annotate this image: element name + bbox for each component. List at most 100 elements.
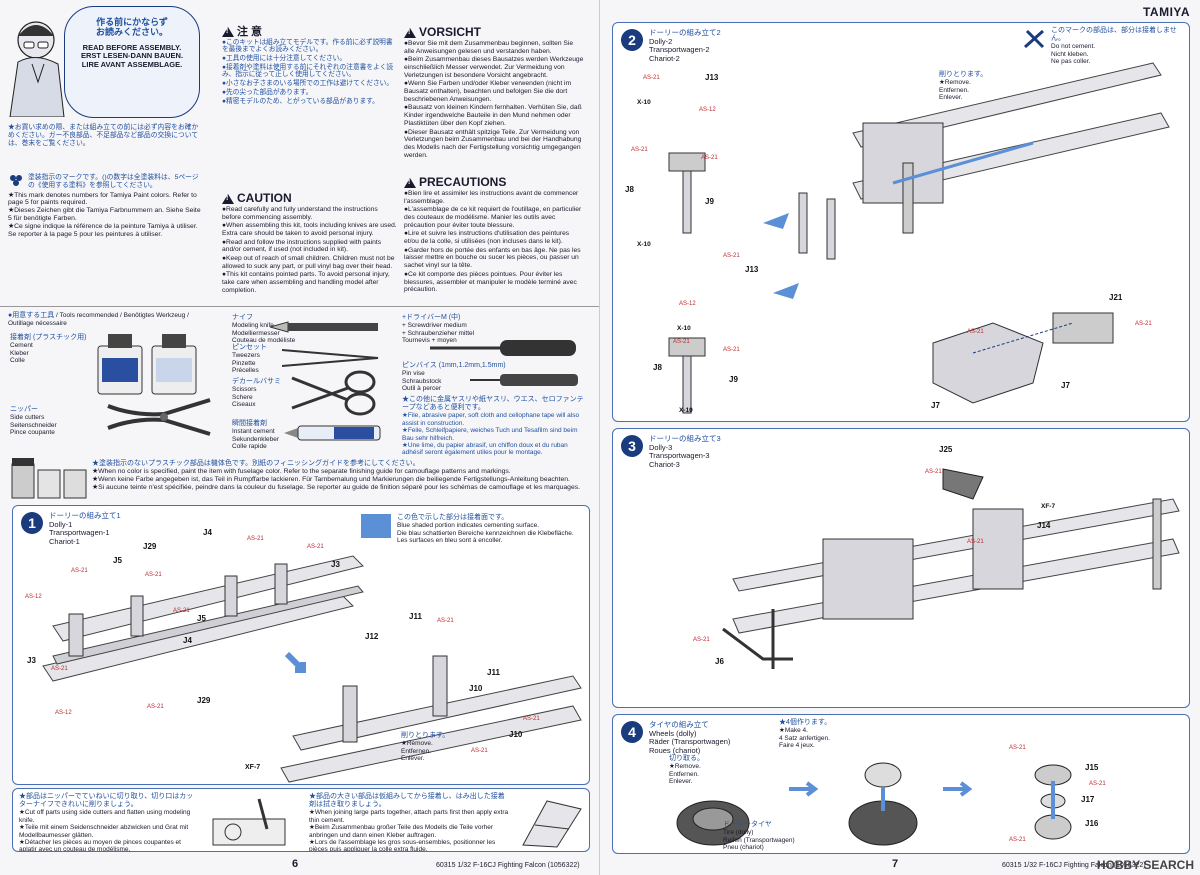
joining-note: ★部品の大きい部品は仮組みしてから接着し、はみ出した接着剤は拭き取りましょう。 … [309, 793, 509, 852]
caution-item: ●When assembling this kit, tools includi… [222, 222, 397, 237]
part-label: J15 [1085, 763, 1099, 772]
tool-instant-cement: 瞬間接着剤 Instant cement Sekundenkleber Coll… [232, 420, 332, 450]
intro-jp: ★お買い求めの際、または組み立ての前には必ず内容をお確かめください。ガー不良部品… [8, 124, 199, 147]
part-label: J17 [1081, 795, 1095, 804]
paint-note: 塗装指示のマークです。()の数字は全塗装料は、5ページの《使用する塗料》を参照し… [8, 174, 203, 239]
make-note-line: ★Make 4. [779, 727, 808, 735]
part-label: J11 [487, 668, 500, 677]
joining-note-jp: ★部品の大きい部品は仮組みしてから接着し、はみ出した接着剤は拭き取りましょう。 [309, 793, 505, 809]
paint-note-jp: 塗装指示のマークです。()の数字は全塗装料は、5ページの《使用する塗料》を参照し… [28, 174, 199, 189]
mascot-illustration [8, 12, 68, 118]
step-title-jp: ドーリーの組み立て2 [649, 28, 721, 37]
part-label: J16 [1085, 819, 1099, 828]
tool-label: Pin vise [402, 370, 425, 378]
as-marker: AS-12 [55, 710, 72, 716]
as-marker: AS-21 [673, 339, 690, 345]
tool-glue-jp: 瞬間接着剤 [232, 420, 267, 427]
cement-legend-de: Die blau schattierten Bereiche kennzeich… [397, 529, 574, 537]
joining-note-de: ★Beim Zusammenbau großer Teile des Model… [309, 824, 494, 839]
tool-scissors-jp: デカールバサミ [232, 378, 281, 385]
precautions-title: PRECAUTIONS [419, 175, 507, 189]
part-label: J11 [409, 612, 422, 621]
chui-item: ●工具の使用には十分注意してください。 [222, 55, 347, 63]
tool-label: Kleber [10, 349, 29, 357]
as-marker: AS-21 [523, 716, 540, 722]
tool-label: Schere [232, 393, 253, 401]
caution-item: ●Read and follow the instructions suppli… [222, 238, 382, 254]
color-note-en: ★When no color is specified, paint the i… [92, 468, 511, 476]
tire-note-jp: ドーリータイヤ [723, 821, 772, 828]
make-note: ★4個作ります。 ★Make 4. 4 Satz anfertigen. Fai… [779, 719, 831, 749]
as-marker: AS-21 [471, 748, 488, 754]
step-title-en: Dolly-1 [49, 519, 73, 529]
precautions-item: ●Garder hors de portée des enfants en ba… [404, 246, 581, 270]
cement-legend: この色で示した部分は接着面です。 Blue shaded portion ind… [397, 514, 587, 544]
remove-note-line: Entfernen. [401, 747, 431, 755]
caution-item: ●Keep out of reach of small children. Ch… [222, 255, 395, 270]
part-label: J9 [705, 197, 714, 206]
step-title-en: Dolly-3 [649, 442, 673, 452]
as-marker: AS-21 [631, 147, 648, 153]
remove-note-line: ★Remove. [401, 740, 433, 748]
color-note-jp: ★塗装指示のないプラスチック部品は機体色です。別紙のフィニッシングガイドを参考に… [92, 460, 420, 467]
tool-label: Instant cement [232, 428, 275, 436]
part-label: J12 [365, 632, 379, 641]
step-title-de: Transportwagen-1 [49, 528, 110, 538]
warning-icon [222, 193, 234, 204]
step-number: 2 [621, 29, 643, 51]
part-label: J29 [143, 542, 157, 551]
remove-note-line: Entfernen. [669, 770, 699, 778]
as-marker: AS-21 [307, 544, 324, 550]
step-title-fr: Chariot-1 [49, 536, 80, 546]
step-title-fr: Chariot-2 [649, 53, 680, 63]
as-marker: AS-21 [723, 347, 740, 353]
chui-item: ●精密モデルのため、とがっている部品があります。 [222, 97, 379, 105]
step-number: 1 [21, 512, 43, 534]
remove-note-line: Entfernen. [939, 86, 969, 94]
read-before-en: READ BEFORE ASSEMBLY. [82, 42, 182, 52]
part-label: X-10 [637, 241, 651, 248]
caution-item: ●This kit contains pointed parts. To avo… [222, 271, 390, 294]
tool-label: Modeling knife [232, 322, 274, 330]
brand-logo: TAMIYA [1142, 5, 1190, 19]
vorsicht-item: ●Dieser Bausatz enthält spitzige Teile. … [404, 128, 582, 159]
step-title-de: Räder (Transportwagen) [649, 737, 731, 747]
paint-note-de: ★Dieses Zeichen gibt die Tamiya Farbnumm… [8, 207, 201, 223]
part-label: J13 [745, 265, 759, 274]
part-label: J29 [197, 696, 211, 705]
precautions-item: ●Ce kit comporte des pièces pointues. Po… [404, 270, 577, 294]
cement-legend-en: Blue shaded portion indicates cementing … [397, 522, 540, 530]
left-page: 作る前にかならず お読みください。 READ BEFORE ASSEMBLY. … [0, 0, 600, 875]
tool-label: Ciseaux [232, 400, 256, 408]
remove-note-line: Enlever. [401, 754, 425, 762]
tool-label: + Screwdriver medium [402, 322, 467, 330]
chui-item: ●小さなお子さまのいる場所での工作は避けてください。 [222, 80, 394, 88]
tool-label: Précelles [232, 366, 259, 374]
as-marker: AS-21 [693, 637, 710, 643]
knife-icon [268, 320, 380, 334]
as-marker: AS-21 [925, 469, 942, 475]
screwdriver-icon [430, 336, 580, 360]
tire-note: ドーリータイヤ Tire (dolly) Reifen (Transportwa… [723, 821, 795, 851]
step-4-diagram [676, 762, 1072, 846]
chui-item: ●先の尖った部品があります。 [222, 88, 313, 96]
tool-label: Scissors [232, 386, 257, 394]
tool-label: Modelliermesser [232, 329, 280, 337]
part-label: X-10 [679, 407, 693, 414]
cutting-illustration [209, 795, 289, 849]
step-title-jp: ドーリーの組み立て1 [49, 511, 121, 520]
tweezers-icon [280, 346, 380, 368]
vorsicht-item: ●Beim Zusammenbau dieses Bausatzes werde… [404, 56, 584, 79]
joining-note-fr: ★Lors de l'assemblage les gros sous-ense… [309, 838, 496, 852]
no-cement-legend: このマークの部品は、部分は接着しません。 Do not cement. Nich… [1051, 27, 1187, 66]
tool-scissors: デカールバサミ Scissors Schere Ciseaux [232, 378, 332, 408]
tool-label: Seitenschneider [10, 421, 57, 429]
part-label: J5 [197, 614, 206, 623]
tool-label: Colle [10, 356, 25, 364]
part-label: X-10 [677, 325, 691, 332]
remove-note-line: ★Remove. [669, 763, 701, 771]
vorsicht-title: VORSICHT [419, 25, 482, 39]
step-title-en: Dolly-2 [649, 36, 673, 46]
precautions-item: ●Bien lire et assimiler les instructions… [404, 189, 579, 205]
make-note-line: Faire 4 jeux. [779, 741, 815, 749]
